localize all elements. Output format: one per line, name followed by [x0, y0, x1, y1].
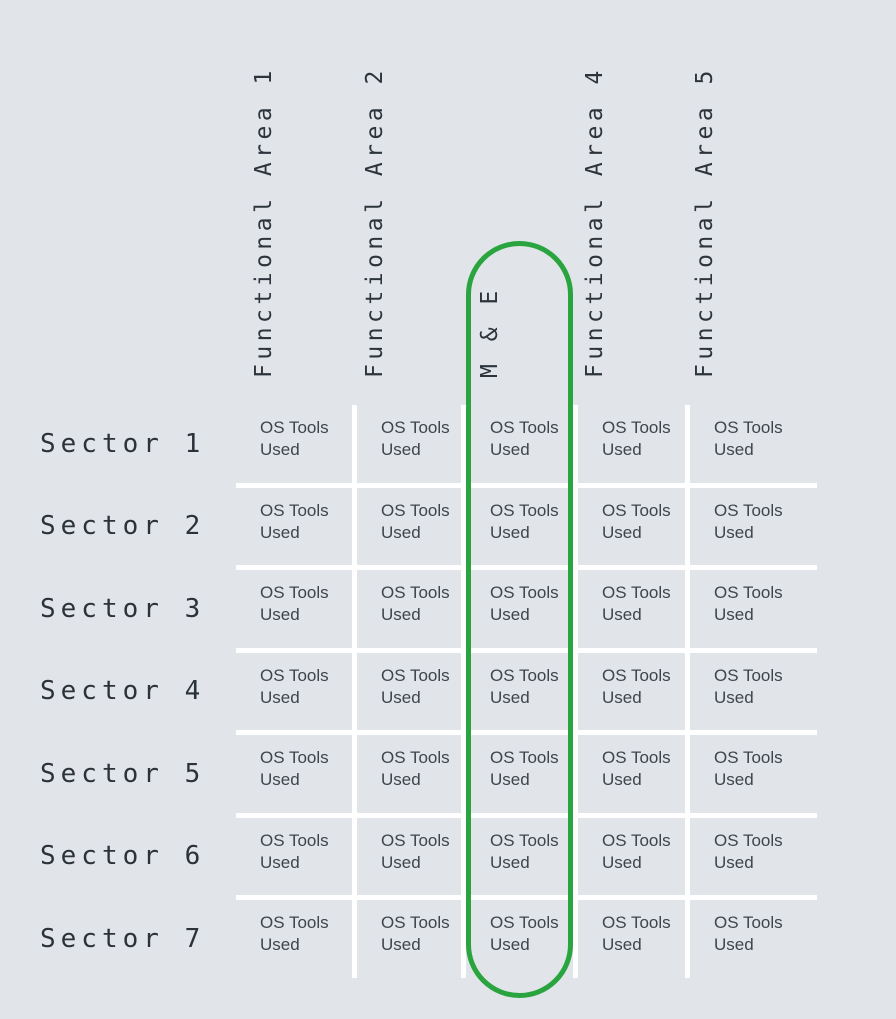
matrix-cell-r5-c4: OS Tools Used	[578, 735, 685, 813]
column-header-2: Functional Area 2	[362, 66, 388, 378]
matrix-cell-r7-c5: OS Tools Used	[690, 900, 817, 978]
row-label-sector-2: Sector 2	[40, 511, 206, 542]
column-header-1: Functional Area 1	[251, 66, 277, 378]
matrix-cell-r3-c4: OS Tools Used	[578, 570, 685, 648]
matrix-cell-r7-c1: OS Tools Used	[236, 900, 352, 978]
matrix-cell-r4-c1: OS Tools Used	[236, 652, 352, 730]
matrix-cell-r1-c3: OS Tools Used	[466, 405, 573, 483]
matrix-cell-r7-c4: OS Tools Used	[578, 900, 685, 978]
matrix-cell-r1-c1: OS Tools Used	[236, 405, 352, 483]
matrix-cell-r2-c5: OS Tools Used	[690, 487, 817, 565]
column-header-m-and-e: M & E	[477, 286, 503, 378]
matrix-cell-r4-c4: OS Tools Used	[578, 652, 685, 730]
row-label-sector-5: Sector 5	[40, 758, 206, 789]
matrix-cell-r6-c4: OS Tools Used	[578, 817, 685, 895]
matrix-cell-r4-c2: OS Tools Used	[357, 652, 461, 730]
matrix-cell-r1-c2: OS Tools Used	[357, 405, 461, 483]
matrix-cell-r6-c2: OS Tools Used	[357, 817, 461, 895]
matrix-cell-r7-c2: OS Tools Used	[357, 900, 461, 978]
matrix-cell-r7-c3: OS Tools Used	[466, 900, 573, 978]
matrix-cell-r5-c3: OS Tools Used	[466, 735, 573, 813]
matrix-cell-r3-c1: OS Tools Used	[236, 570, 352, 648]
matrix-cell-r4-c3: OS Tools Used	[466, 652, 573, 730]
matrix-cell-r5-c1: OS Tools Used	[236, 735, 352, 813]
matrix-cell-r2-c4: OS Tools Used	[578, 487, 685, 565]
row-label-sector-7: Sector 7	[40, 923, 206, 954]
column-header-4: Functional Area 4	[582, 66, 608, 378]
column-header-5: Functional Area 5	[692, 66, 718, 378]
matrix-cell-r3-c3: OS Tools Used	[466, 570, 573, 648]
matrix-cell-r1-c5: OS Tools Used	[690, 405, 817, 483]
row-label-sector-6: Sector 6	[40, 841, 206, 872]
matrix-cell-r2-c2: OS Tools Used	[357, 487, 461, 565]
matrix-cell-r6-c3: OS Tools Used	[466, 817, 573, 895]
matrix-cell-r2-c1: OS Tools Used	[236, 487, 352, 565]
matrix-cell-r2-c3: OS Tools Used	[466, 487, 573, 565]
matrix-cell-r3-c5: OS Tools Used	[690, 570, 817, 648]
matrix-cell-r5-c2: OS Tools Used	[357, 735, 461, 813]
matrix-cell-r5-c5: OS Tools Used	[690, 735, 817, 813]
row-label-sector-3: Sector 3	[40, 593, 206, 624]
row-labels: Sector 1 Sector 2 Sector 3 Sector 4 Sector 5…	[40, 405, 226, 978]
matrix-cell-r6-c5: OS Tools Used	[690, 817, 817, 895]
matrix-cell-r6-c1: OS Tools Used	[236, 817, 352, 895]
row-label-sector-4: Sector 4	[40, 676, 206, 707]
matrix-cell-r4-c5: OS Tools Used	[690, 652, 817, 730]
row-label-sector-1: Sector 1	[40, 428, 206, 459]
matrix-cell-r3-c2: OS Tools Used	[357, 570, 461, 648]
matrix-cell-r1-c4: OS Tools Used	[578, 405, 685, 483]
